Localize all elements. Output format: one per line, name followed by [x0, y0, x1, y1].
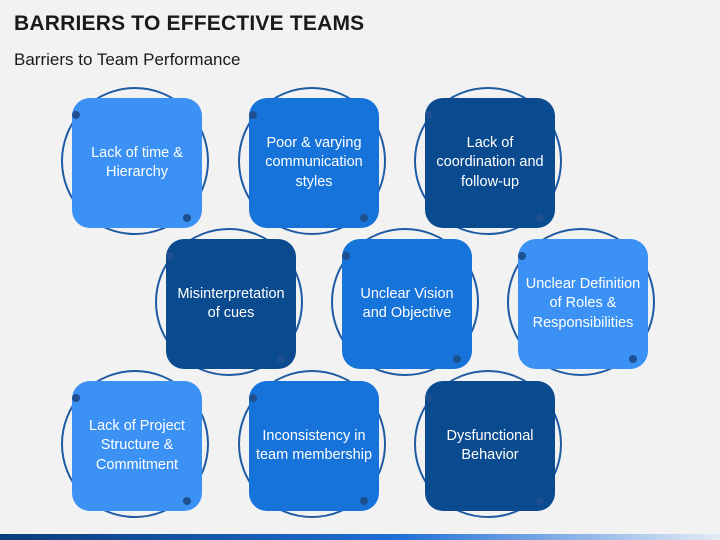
card-text: Misinterpretation of cues [177, 285, 285, 322]
card-ring [414, 87, 562, 235]
ring-dot [249, 111, 257, 119]
ring-dot [342, 252, 350, 260]
card-box: Lack of time & Hierarchy [72, 98, 202, 228]
page-subtitle: Barriers to Team Performance [14, 50, 241, 69]
barrier-card-roles-responsibilities: Unclear Definition of Roles & Responsibi… [507, 228, 655, 376]
card-box: Dysfunctional Behavior [425, 381, 555, 511]
barrier-card-team-membership: Inconsistency in team membership [238, 370, 386, 518]
card-text: Inconsistency in team membership [255, 427, 373, 464]
ring-dot [249, 394, 257, 402]
ring-dot [183, 214, 191, 222]
card-ring [507, 228, 655, 376]
card-text: Poor & varying communication styles [265, 134, 363, 190]
ring-dot [518, 252, 526, 260]
ring-dot [360, 497, 368, 505]
bottom-accent-bar [0, 534, 720, 540]
barrier-card-coordination: Lack of coordination and follow-up [414, 87, 562, 235]
card-box: Unclear Vision and Objective [342, 239, 472, 369]
ring-dot [72, 394, 80, 402]
card-ring [61, 370, 209, 518]
ring-dot [360, 214, 368, 222]
card-box: Inconsistency in team membership [249, 381, 379, 511]
ring-dot [453, 355, 461, 363]
card-ring [414, 370, 562, 518]
card-ring [61, 87, 209, 235]
card-ring [155, 228, 303, 376]
page-title: BARRIERS TO EFFECTIVE TEAMS [14, 12, 365, 35]
card-ring [331, 228, 479, 376]
barrier-card-time-hierarchy: Lack of time & Hierarchy [61, 87, 209, 235]
card-box: Poor & varying communication styles [249, 98, 379, 228]
card-box: Misinterpretation of cues [166, 239, 296, 369]
card-box: Lack of coordination and follow-up [425, 98, 555, 228]
card-box: Lack of Project Structure & Commitment [72, 381, 202, 511]
card-text: Dysfunctional Behavior [446, 427, 534, 464]
ring-dot [72, 111, 80, 119]
card-box: Unclear Definition of Roles & Responsibi… [518, 239, 648, 369]
card-ring [238, 370, 386, 518]
ring-dot [166, 252, 174, 260]
ring-dot [425, 111, 433, 119]
barrier-card-dysfunctional-behavior: Dysfunctional Behavior [414, 370, 562, 518]
card-text: Lack of coordination and follow-up [436, 134, 544, 190]
barrier-card-communication-styles: Poor & varying communication styles [238, 87, 386, 235]
ring-dot [536, 214, 544, 222]
card-text: Lack of Project Structure & Commitment [89, 417, 185, 473]
barrier-card-project-structure: Lack of Project Structure & Commitment [61, 370, 209, 518]
barrier-card-misinterpretation: Misinterpretation of cues [155, 228, 303, 376]
ring-dot [183, 497, 191, 505]
ring-dot [277, 355, 285, 363]
ring-dot [629, 355, 637, 363]
card-text: Unclear Definition of Roles & Responsibi… [525, 275, 641, 331]
card-text: Lack of time & Hierarchy [91, 144, 183, 181]
barrier-card-vision-objective: Unclear Vision and Objective [331, 228, 479, 376]
card-text: Unclear Vision and Objective [360, 285, 454, 322]
ring-dot [536, 497, 544, 505]
card-ring [238, 87, 386, 235]
ring-dot [425, 394, 433, 402]
